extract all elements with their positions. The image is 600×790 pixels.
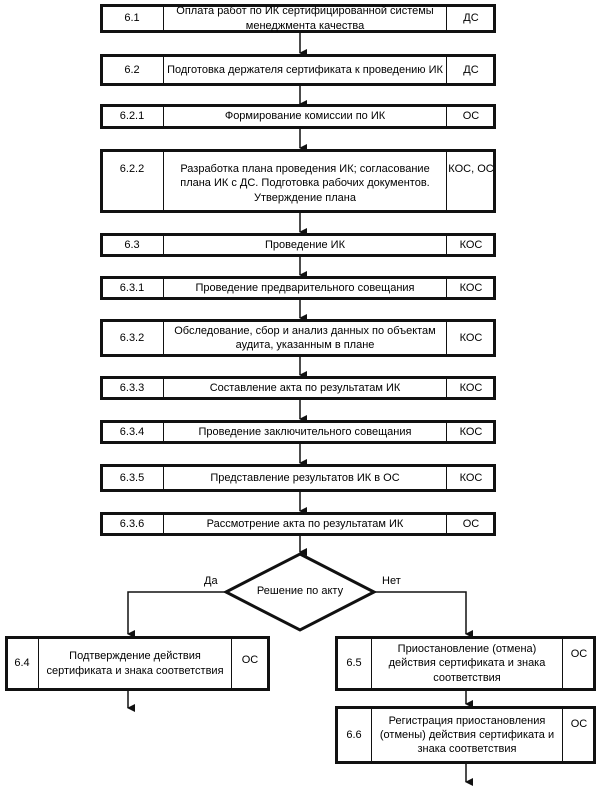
step-number: 6.3.4 — [119, 425, 145, 438]
step-box: 6.3.3 Составление акта по результатам ИК К… — [100, 376, 496, 400]
step-box: 6.3 Проведение ИК КОС — [100, 233, 496, 257]
step-box: 6.3.4 Проведение заключительного совещани… — [100, 420, 496, 444]
step-resp: КОС — [459, 331, 483, 344]
step-text: Составление акта по результатам ИК — [209, 381, 401, 394]
step-number: 6.3.2 — [119, 331, 145, 344]
step-text: Разработка плана проведения ИК; согласов… — [180, 163, 430, 204]
step-box: 6.3.1 Проведение предварительного совещан… — [100, 276, 496, 300]
step-number: 6.3.3 — [119, 381, 145, 394]
step-text: Оплата работ по ИК сертифицированной сис… — [176, 5, 434, 32]
step-text: Рассмотрение акта по результатам ИК — [206, 517, 404, 530]
step-resp: ОС — [570, 648, 588, 660]
step-resp: КОС — [459, 238, 483, 251]
step-number: 6.3.5 — [119, 471, 145, 484]
step-box: 6.2.2 Разработка плана проведения ИК; сог… — [100, 149, 496, 213]
step-resp: ОС — [462, 110, 480, 123]
step-text: Подтверждение действия сертификата и зна… — [46, 650, 224, 677]
step-box-6-5: 6.5 Приостановление (отмена) действия се… — [335, 636, 596, 691]
step-resp: КОС — [459, 425, 483, 438]
step-number: 6.3 — [124, 238, 140, 251]
step-number: 6.1 — [124, 12, 140, 25]
step-box: 6.3.6 Рассмотрение акта по результатам ИК… — [100, 512, 496, 536]
step-text: Подготовка держателя сертификата к прове… — [167, 63, 443, 76]
step-box: 6.1 Оплата работ по ИК сертифицированной … — [100, 4, 496, 33]
step-resp: ОС — [241, 654, 259, 666]
step-box-6-4: 6.4 Подтверждение действия сертификата и… — [5, 636, 270, 691]
step-text: Формирование комиссии по ИК — [224, 110, 386, 123]
step-text: Приостановление (отмена) действия сертиф… — [388, 643, 546, 684]
step-number: 6.2 — [124, 63, 140, 76]
decision-diamond — [222, 552, 378, 632]
step-box: 6.3.2 Обследование, сбор и анализ данных … — [100, 319, 496, 357]
step-number: 6.3.1 — [119, 281, 145, 294]
step-box: 6.2.1 Формирование комиссии по ИК ОС — [100, 104, 496, 129]
decision-label: Решение по акту — [256, 585, 344, 597]
step-text: Проведение ИК — [265, 238, 345, 251]
step-resp: КОС — [459, 471, 483, 484]
step-number: 6.3.6 — [119, 517, 145, 530]
step-resp: ОС — [570, 718, 588, 730]
step-box: 6.3.5 Представление результатов ИК в ОС КО… — [100, 464, 496, 492]
step-number: 6.6 — [346, 728, 362, 741]
step-text: Регистрация приостановления (отмены) дей… — [379, 714, 555, 756]
decision-no-label: Нет — [382, 575, 401, 587]
step-text: Проведение заключительного совещания — [198, 425, 412, 438]
step-number: 6.2.2 — [119, 163, 145, 175]
step-number: 6.5 — [346, 657, 362, 670]
step-resp: КОС — [459, 381, 483, 394]
step-number: 6.2.1 — [119, 110, 145, 123]
step-resp: ДС — [463, 12, 479, 25]
step-resp: ОС — [462, 517, 480, 530]
step-resp: КОС, ОС — [448, 163, 494, 175]
step-resp: КОС — [459, 281, 483, 294]
step-text: Обследование, сбор и анализ данных по об… — [174, 324, 436, 351]
step-text: Представление результатов ИК в ОС — [210, 471, 400, 484]
step-box: 6.2 Подготовка держателя сертификата к пр… — [100, 54, 496, 86]
step-text: Проведение предварительного совещания — [195, 281, 415, 294]
step-number: 6.4 — [14, 657, 30, 670]
decision-yes-label: Да — [204, 575, 218, 587]
step-box-6-6: 6.6 Регистрация приостановления (отмены)… — [335, 706, 596, 764]
step-resp: ДС — [463, 63, 479, 76]
